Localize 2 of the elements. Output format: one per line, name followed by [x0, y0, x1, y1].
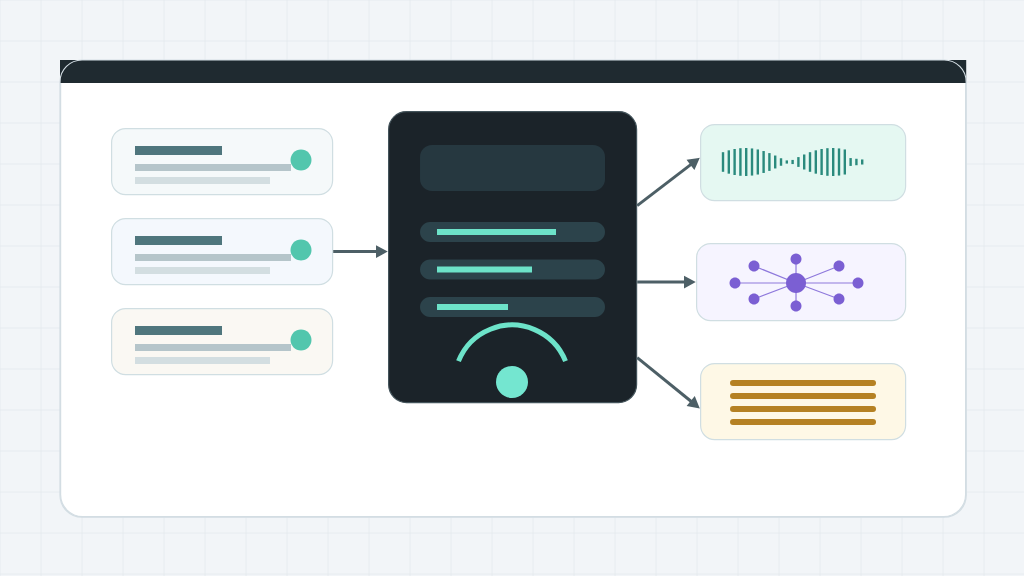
output-card — [700, 124, 907, 202]
output-card — [696, 243, 907, 322]
